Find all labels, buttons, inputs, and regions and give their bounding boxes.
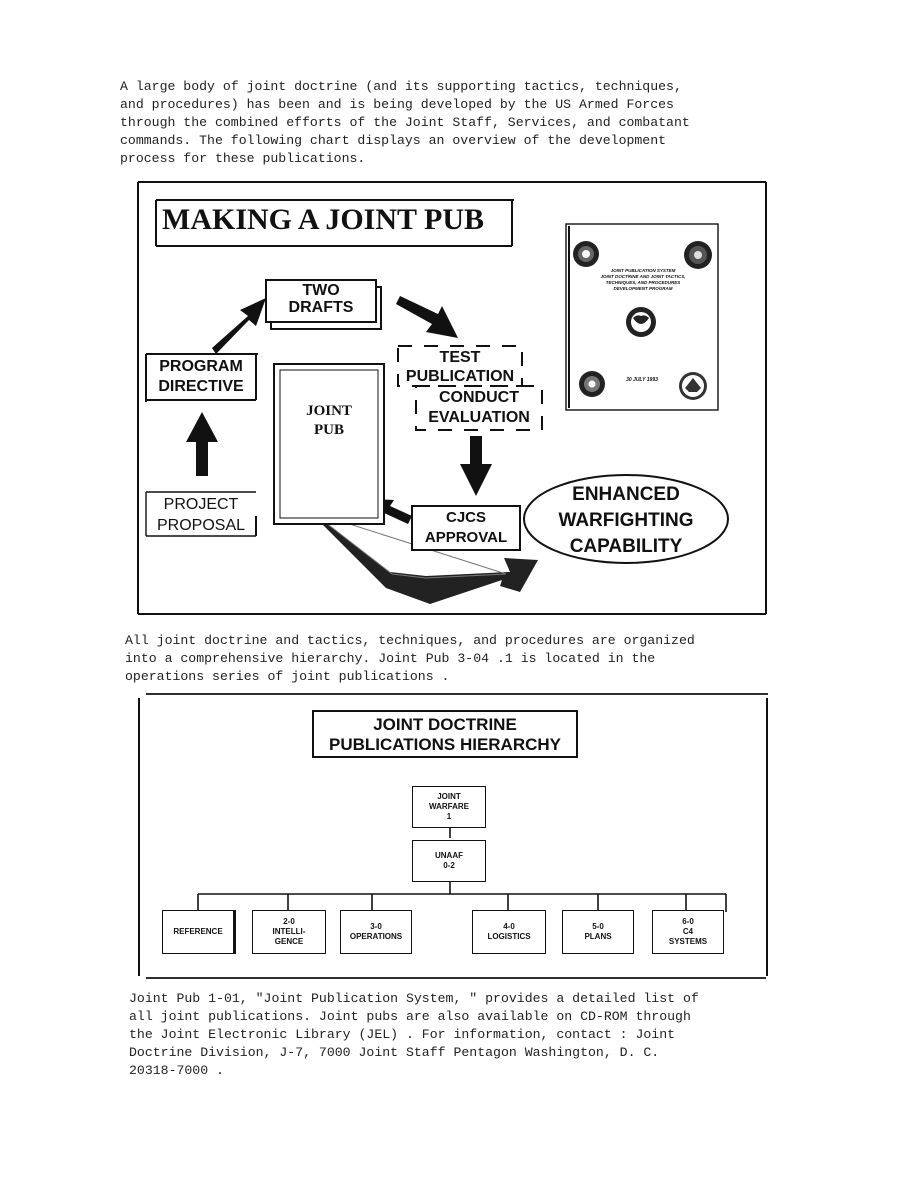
test-publication-line: TEST <box>439 349 481 366</box>
two-drafts-label: TWO DRAFTS <box>266 282 376 317</box>
reference-line: REFERENCE <box>173 927 223 936</box>
middle-paragraph: All joint doctrine and tactics, techniqu… <box>125 632 695 686</box>
reference-box: REFERENCE <box>162 910 236 954</box>
intro-paragraph: A large body of joint doctrine (and its … <box>120 78 690 168</box>
hierarchy-title-line: JOINT DOCTRINE <box>373 715 517 734</box>
intro-line: through the combined efforts of the Join… <box>120 115 690 130</box>
joint-pub-line: JOINT <box>306 403 352 419</box>
c4-systems-box: 6-0 C4 SYSTEMS <box>652 910 724 954</box>
arrow-up-directive <box>186 412 218 476</box>
enhanced-line: WARFIGHTING <box>558 510 694 531</box>
closing-line: all joint publications. Joint pubs are a… <box>129 1009 691 1024</box>
joint-warfare-box: JOINT WARFARE 1 <box>412 786 486 828</box>
intelligence-line: 2-0 <box>283 917 295 926</box>
closing-line: the Joint Electronic Library (JEL) . For… <box>129 1027 676 1042</box>
unaaf-line: UNAAF <box>435 851 463 860</box>
seal-icon <box>626 307 656 337</box>
making-joint-pub-title: MAKING A JOINT PUB <box>162 203 484 236</box>
cover-line: JOINT PUBLICATION SYSTEM <box>610 268 676 273</box>
logistics-box: 4-0 LOGISTICS <box>472 910 546 954</box>
closing-line: 20318-7000 . <box>129 1063 224 1078</box>
middle-line: into a comprehensive hierarchy. Joint Pu… <box>125 651 656 666</box>
plans-line: 5-0 <box>592 922 604 931</box>
two-drafts-line: TWO <box>302 282 340 299</box>
arrow-down-cjcs <box>460 436 492 496</box>
hierarchy-figure: JOINT DOCTRINE PUBLICATIONS HIERARCHY JO… <box>136 692 770 982</box>
project-proposal-line: PROPOSAL <box>156 517 246 534</box>
middle-line: operations series of joint publications … <box>125 669 450 684</box>
closing-line: Doctrine Division, J-7, 7000 Joint Staff… <box>129 1045 660 1060</box>
conduct-evaluation-label: CONDUCT EVALUATION <box>416 388 542 428</box>
conduct-evaluation-line: CONDUCT <box>439 389 519 406</box>
intelligence-line: INTELLI- <box>272 927 306 936</box>
arrow-to-drafts <box>212 298 266 354</box>
operations-line: 3-0 <box>370 922 382 931</box>
sweep-arrow <box>304 506 538 604</box>
closing-paragraph: Joint Pub 1-01, "Joint Publication Syste… <box>129 990 699 1080</box>
unaaf-box: UNAAF 0-2 <box>412 840 486 882</box>
enhanced-capability-label: ENHANCED WARFIGHTING CAPABILITY <box>524 482 728 560</box>
seal-icon <box>573 241 599 267</box>
cover-date: 30 JULY 1993 <box>626 377 658 383</box>
project-proposal-label: PROJECT PROPOSAL <box>146 494 256 536</box>
program-directive-line: PROGRAM <box>159 358 243 375</box>
arrow-to-test <box>396 296 458 338</box>
plans-line: PLANS <box>584 932 612 941</box>
cjcs-approval-line: APPROVAL <box>424 529 508 546</box>
intelligence-box: 2-0 INTELLI- GENCE <box>252 910 326 954</box>
enhanced-line: ENHANCED <box>572 484 680 505</box>
project-proposal-line: PROJECT <box>163 496 239 513</box>
joint-warfare-line: JOINT <box>437 792 461 801</box>
intro-line: A large body of joint doctrine (and its … <box>120 79 682 94</box>
enhanced-line: CAPABILITY <box>569 536 683 557</box>
joint-warfare-line: 1 <box>446 812 452 821</box>
cover-line: JOINT DOCTRINE AND JOINT TACTICS, <box>600 274 686 279</box>
seal-icon <box>684 241 712 269</box>
hierarchy-title-line: PUBLICATIONS HIERARCHY <box>328 735 562 754</box>
logistics-line: LOGISTICS <box>487 932 531 941</box>
operations-box: 3-0 OPERATIONS <box>340 910 412 954</box>
hierarchy-title: JOINT DOCTRINE PUBLICATIONS HIERARCHY <box>312 710 578 758</box>
plans-box: 5-0 PLANS <box>562 910 634 954</box>
program-directive-label: PROGRAM DIRECTIVE <box>146 357 256 397</box>
closing-line: Joint Pub 1-01, "Joint Publication Syste… <box>129 991 699 1006</box>
intro-line: and procedures) has been and is being de… <box>120 97 674 112</box>
operations-line: OPERATIONS <box>349 932 403 941</box>
two-drafts-line: DRAFTS <box>288 298 354 316</box>
joint-pub-label: JOINT PUB <box>280 402 378 440</box>
unaaf-line: 0-2 <box>443 861 455 870</box>
intelligence-line: GENCE <box>274 937 304 946</box>
test-publication-label: TEST PUBLICATION <box>398 348 522 386</box>
intro-line: process for these publications. <box>120 151 366 166</box>
c4-systems-line: 6-0 <box>682 917 694 926</box>
cjcs-approval-label: CJCS APPROVAL <box>412 508 520 548</box>
test-publication-line: PUBLICATION <box>405 368 515 385</box>
cover-line: TECHNIQUES, AND PROCEDURES <box>605 280 681 285</box>
intro-line: commands. The following chart displays a… <box>120 133 667 148</box>
middle-line: All joint doctrine and tactics, techniqu… <box>125 633 695 648</box>
program-directive-line: DIRECTIVE <box>158 378 244 395</box>
cjcs-approval-line: CJCS <box>445 509 486 526</box>
cover-page-text: JOINT PUBLICATION SYSTEM JOINT DOCTRINE … <box>580 268 706 292</box>
making-joint-pub-figure: MAKING A JOINT PUB TWO DRAFTS PROGRAM DI… <box>136 180 770 616</box>
hierarchy-graphics <box>138 693 768 979</box>
conduct-evaluation-line: EVALUATION <box>428 409 530 426</box>
cover-line: DEVELOPMENT PROGRAM <box>613 286 673 291</box>
figure-frame-graphics <box>137 181 767 615</box>
seal-icon <box>579 371 605 397</box>
c4-systems-line: SYSTEMS <box>668 937 708 946</box>
c4-systems-line: C4 <box>682 927 694 936</box>
seal-icon <box>679 372 707 400</box>
logistics-line: 4-0 <box>503 922 515 931</box>
joint-pub-line: PUB <box>314 422 344 438</box>
joint-warfare-line: WARFARE <box>429 802 469 811</box>
